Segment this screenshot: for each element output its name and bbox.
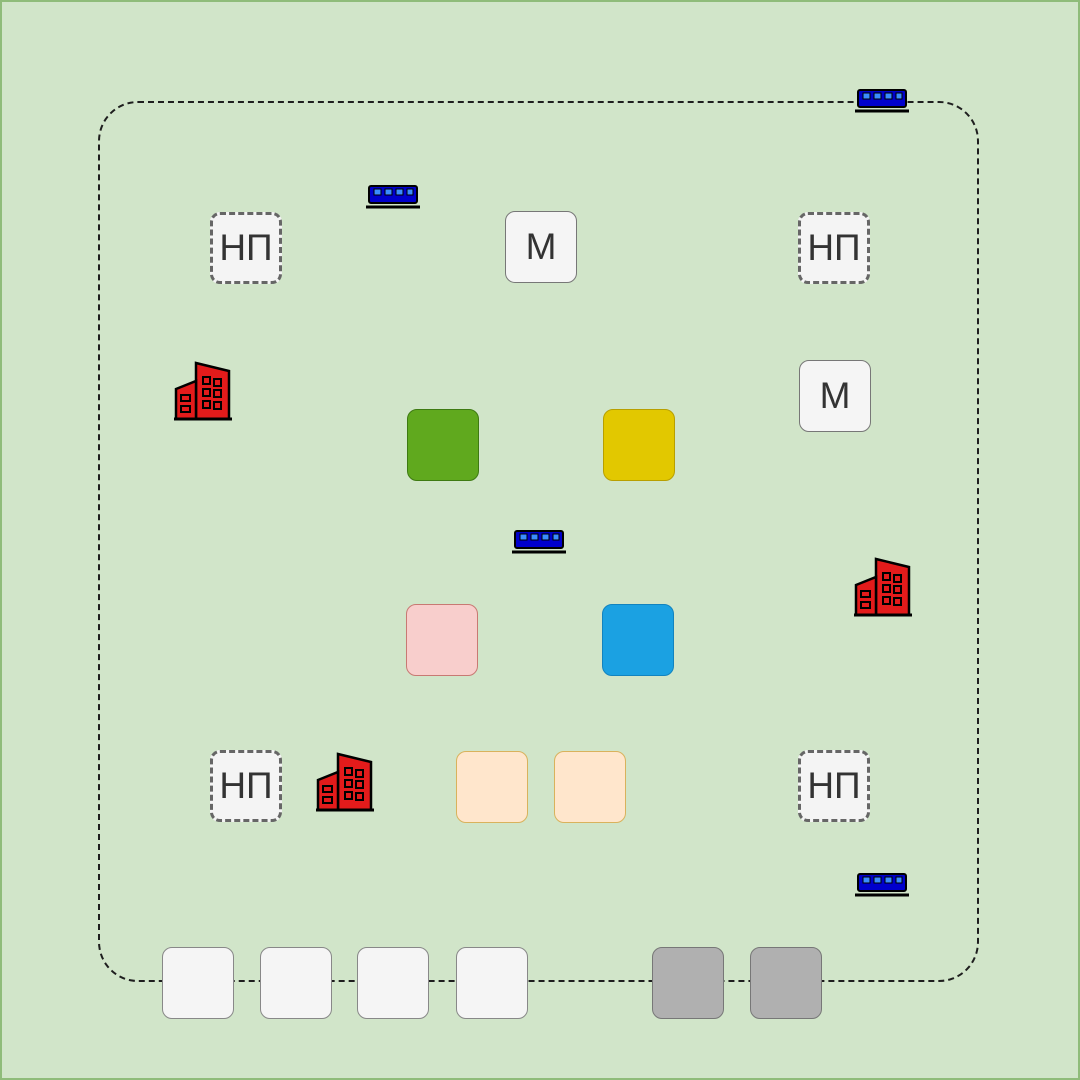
blue-train-icon [855, 87, 909, 115]
red-building-icon [174, 357, 232, 421]
blue-train-icon [855, 871, 909, 899]
bottom-gray-tile-1[interactable] [652, 947, 724, 1019]
settlement-label: НП [807, 765, 861, 806]
m-label: М [819, 375, 851, 416]
blue-train-icon [366, 183, 420, 211]
dashed-route-loop [98, 101, 979, 982]
bottom-white-tile-4[interactable] [456, 947, 528, 1019]
blue-train-icon [512, 528, 566, 556]
m-tile-top[interactable]: М [505, 211, 577, 283]
yellow-tile[interactable] [603, 409, 675, 481]
settlement-label: НП [219, 765, 273, 806]
settlement-tile-bottom-left[interactable]: НП [210, 750, 282, 822]
settlement-tile-bottom-right[interactable]: НП [798, 750, 870, 822]
blue-tile[interactable] [602, 604, 674, 676]
m-label: М [525, 226, 557, 267]
settlement-tile-top-right[interactable]: НП [798, 212, 870, 284]
pink-tile[interactable] [406, 604, 478, 676]
bottom-white-tile-3[interactable] [357, 947, 429, 1019]
settlement-tile-top-left[interactable]: НП [210, 212, 282, 284]
bottom-white-tile-2[interactable] [260, 947, 332, 1019]
peach-tile-1[interactable] [456, 751, 528, 823]
bottom-gray-tile-2[interactable] [750, 947, 822, 1019]
settlement-label: НП [807, 227, 861, 268]
m-tile-right[interactable]: М [799, 360, 871, 432]
green-tile[interactable] [407, 409, 479, 481]
red-building-icon [316, 748, 374, 812]
peach-tile-2[interactable] [554, 751, 626, 823]
bottom-white-tile-1[interactable] [162, 947, 234, 1019]
settlement-label: НП [219, 227, 273, 268]
red-building-icon [854, 553, 912, 617]
